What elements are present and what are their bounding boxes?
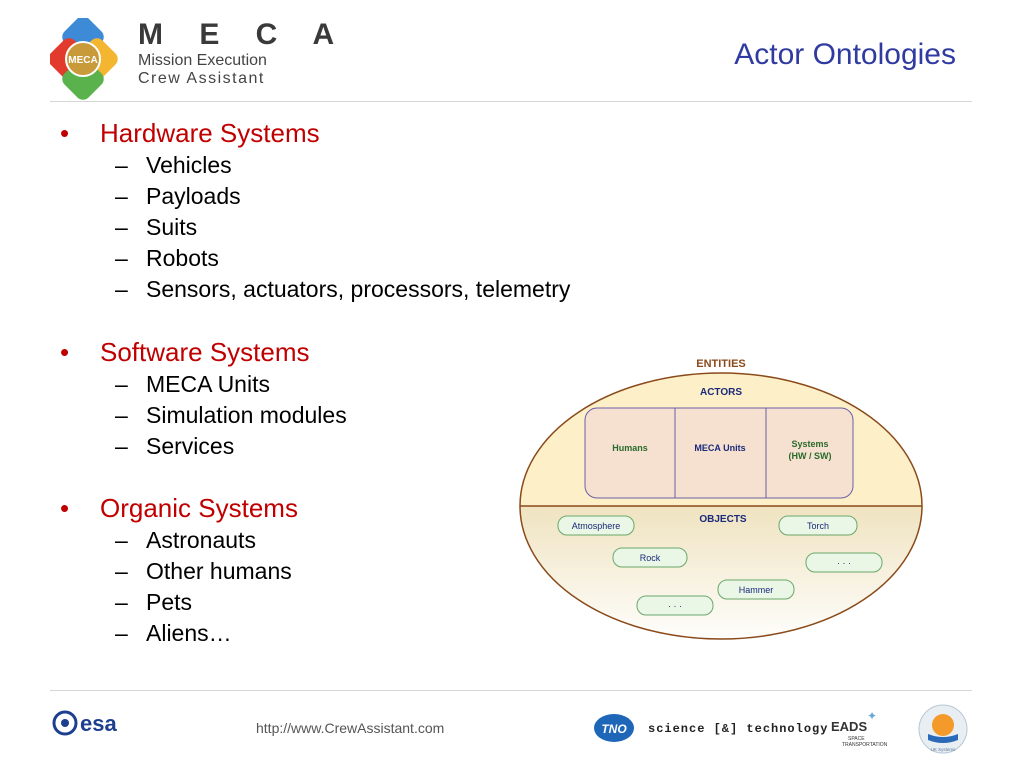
entities-label: ENTITIES — [696, 358, 746, 370]
list-item: –MECA Units — [60, 369, 347, 400]
bullet-icon: • — [60, 493, 70, 523]
svg-text:EADS: EADS — [831, 719, 867, 734]
actors-label: ACTORS — [700, 387, 742, 398]
brand-tagline-1: Mission Execution — [138, 52, 267, 69]
section-software: •Software Systems –MECA Units –Simulatio… — [60, 335, 347, 462]
objects-label: OBJECTS — [699, 514, 747, 525]
svg-text:TNO: TNO — [601, 722, 627, 736]
esa-wordmark: esa — [80, 711, 117, 736]
brand-tagline-2: Crew Assistant — [138, 70, 265, 87]
svg-text:TRANSPORTATION: TRANSPORTATION — [842, 742, 888, 748]
section-heading: •Hardware Systems — [60, 118, 320, 148]
section-hardware: •Hardware Systems –Vehicles –Payloads –S… — [60, 116, 570, 305]
svg-text:SPACE: SPACE — [848, 736, 865, 742]
actor-humans: Humans — [612, 443, 648, 453]
uk-systems-text: UK Systems — [931, 747, 957, 752]
dash-icon: – — [115, 214, 128, 240]
dash-icon: – — [115, 589, 128, 615]
sponsor-logos: TNO science [&] technology EADS SPACE TR… — [594, 704, 968, 754]
actor-systems: Systems — [791, 439, 828, 449]
object-pill: Hammer — [717, 579, 795, 600]
svg-text:Hammer: Hammer — [739, 585, 774, 595]
eads-logo: EADS SPACE TRANSPORTATION ✦ — [831, 709, 888, 748]
actor-systems-sub: (HW / SW) — [789, 451, 832, 461]
science-technology-logo: science [&] technology — [648, 722, 828, 736]
list-item: –Services — [60, 431, 347, 462]
actor-meca-units: MECA Units — [694, 443, 745, 453]
dash-icon: – — [115, 402, 128, 428]
brand-name: M E C A — [138, 18, 349, 51]
dash-icon: – — [115, 371, 128, 397]
footer-url[interactable]: http://www.CrewAssistant.com — [256, 720, 445, 736]
uk-systems-logo: UK Systems — [918, 704, 968, 754]
object-pill: · · · — [636, 595, 714, 616]
list-item: –Simulation modules — [60, 400, 347, 431]
section-heading: •Organic Systems — [60, 493, 298, 523]
object-pill: Atmosphere — [557, 515, 635, 536]
bullet-icon: • — [60, 118, 70, 148]
dash-icon: – — [115, 558, 128, 584]
entities-diagram: ENTITIES ACTORS Humans MECA Units System… — [519, 358, 923, 640]
list-item: –Payloads — [60, 181, 570, 212]
svg-text:✦: ✦ — [867, 709, 877, 723]
section-heading: •Software Systems — [60, 337, 310, 367]
section-organic: •Organic Systems –Astronauts –Other huma… — [60, 491, 298, 649]
object-pill: · · · — [805, 552, 883, 573]
esa-logo: esa — [52, 710, 117, 736]
dash-icon: – — [115, 276, 128, 302]
bullet-icon: • — [60, 337, 70, 367]
list-item: –Vehicles — [60, 150, 570, 181]
list-item: –Other humans — [60, 556, 298, 587]
dash-icon: – — [115, 527, 128, 553]
dash-icon: – — [115, 620, 128, 646]
svg-text:Rock: Rock — [640, 553, 661, 563]
svg-text:Atmosphere: Atmosphere — [572, 521, 621, 531]
svg-text:· · ·: · · · — [837, 558, 851, 568]
dash-icon: – — [115, 183, 128, 209]
svg-text:· · ·: · · · — [668, 601, 682, 611]
meca-logo: MECA — [50, 18, 118, 100]
dash-icon: – — [115, 245, 128, 271]
meca-logo-diamonds: MECA — [50, 18, 118, 100]
object-pill: Rock — [612, 547, 688, 568]
header-divider — [50, 101, 972, 102]
list-item: –Sensors, actuators, processors, telemet… — [60, 274, 570, 305]
list-item: –Astronauts — [60, 525, 298, 556]
meca-logo-badge: MECA — [68, 55, 97, 66]
actors-box — [584, 407, 854, 499]
object-pill: Torch — [778, 515, 858, 536]
dash-icon: – — [115, 152, 128, 178]
list-item: –Suits — [60, 212, 570, 243]
list-item: –Robots — [60, 243, 570, 274]
dash-icon: – — [115, 433, 128, 459]
svg-text:Torch: Torch — [807, 521, 829, 531]
list-item: –Pets — [60, 587, 298, 618]
slide-title: Actor Ontologies — [734, 38, 956, 71]
list-item: –Aliens… — [60, 618, 298, 649]
footer-divider — [50, 690, 972, 691]
tno-logo: TNO — [594, 714, 634, 742]
